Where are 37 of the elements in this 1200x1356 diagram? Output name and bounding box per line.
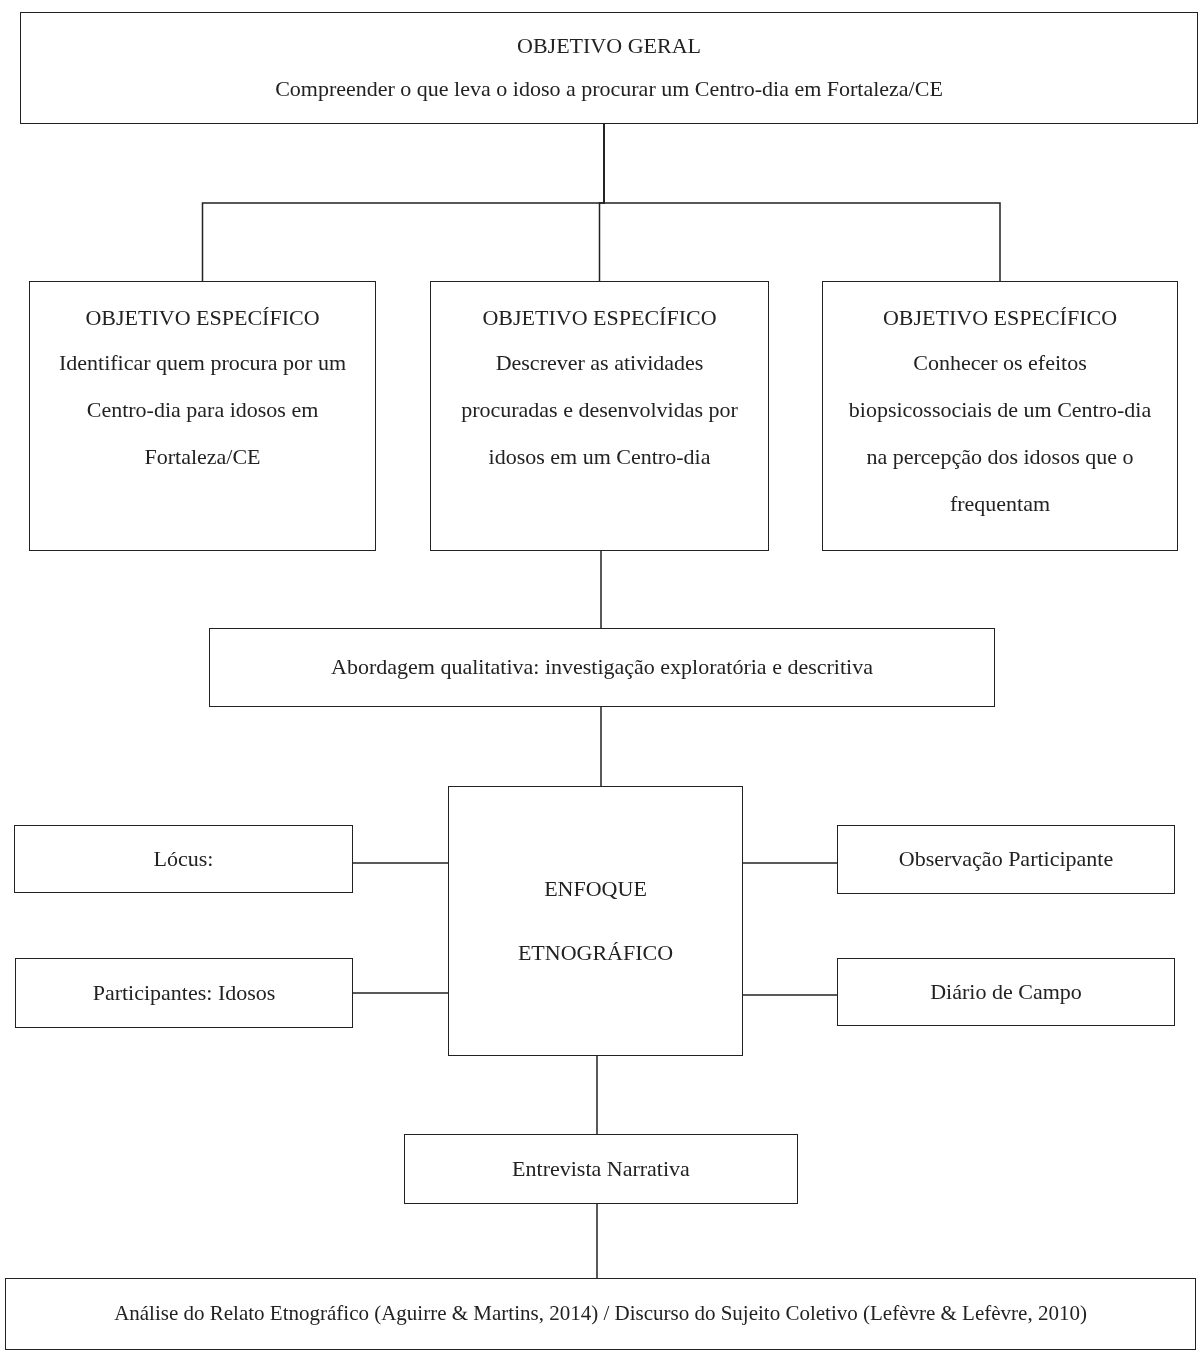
connector-line (742, 994, 838, 996)
connector-line (742, 862, 838, 864)
process-box (15, 958, 353, 1028)
box-text: Lócus: (153, 844, 214, 873)
box-text: Entrevista Narrativa (512, 1154, 690, 1183)
connector-line (600, 550, 602, 629)
process-box (837, 825, 1175, 894)
process-box (209, 628, 995, 707)
box-heading: OBJETIVO ESPECÍFICO (85, 304, 320, 332)
process-box (837, 958, 1175, 1026)
objective-box (29, 281, 376, 551)
box-heading: OBJETIVO ESPECÍFICO (882, 304, 1118, 332)
box-text: Identificar quem procura por um Centro-dia para idosos em Fortaleza/CE (57, 348, 348, 472)
box-heading: OBJETIVO GERAL (517, 32, 701, 61)
box-text: Abordagem qualitativa: investigação exploratória e descritiva (331, 653, 873, 682)
approach-box (448, 786, 743, 1056)
objective-box (822, 281, 1178, 551)
objective-box (20, 12, 1198, 124)
connector-line (603, 123, 1001, 282)
box-text: Conhecer os efeitos biopsicossociais de um Centro-dia na percepção dos idosos que o frequentam (847, 348, 1153, 519)
box-text: Observação Participante (898, 845, 1114, 874)
box-text: Diário de Campo (930, 977, 1082, 1006)
box-text: Compreender o que leva o idoso a procurar um Centro-dia em Fortaleza/CE (275, 75, 943, 103)
connector-line (352, 862, 449, 864)
connector-line (600, 706, 602, 787)
process-box (14, 825, 353, 893)
objective-box (430, 281, 769, 551)
connector-line (596, 1203, 598, 1279)
box-text: Análise do Relato Etnográfico (Aguirre & Martins, 2014) / Discurso do Sujeito Coletivo (Lefèvre & Lefèvre, 2010) (114, 1300, 1087, 1328)
box-text: Descrever as atividades procuradas e desenvolvidas por idosos em um Centro-dia (460, 348, 739, 472)
box-heading: OBJETIVO ESPECÍFICO (482, 304, 717, 332)
connector-line (352, 992, 449, 994)
process-box (404, 1134, 798, 1204)
connector-line (596, 1055, 598, 1135)
process-box (5, 1278, 1196, 1350)
box-text: ENFOQUE ETNOGRÁFICO (516, 875, 675, 967)
box-text: Participantes: Idosos (92, 978, 276, 1007)
